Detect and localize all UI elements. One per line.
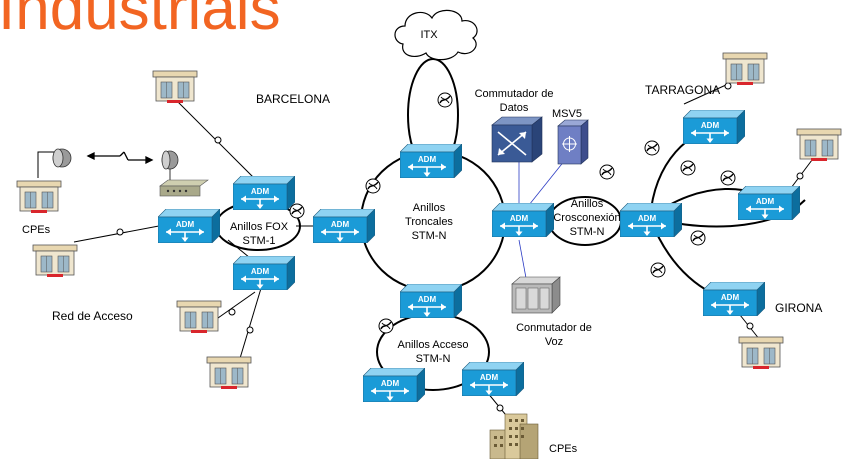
fiber-icon xyxy=(690,230,706,246)
building-icon xyxy=(796,128,842,162)
adm-node: ADM xyxy=(462,362,524,396)
fiber-icon xyxy=(644,140,660,156)
building-icon xyxy=(152,70,198,104)
anillos-troncales-label-3: STM-N xyxy=(412,230,447,242)
msv5-label: MSV5 xyxy=(552,108,582,120)
barcelona-label: BARCELONA xyxy=(256,92,330,106)
building-icon xyxy=(206,356,252,390)
fiber-icon xyxy=(289,203,305,219)
adm-node: ADM xyxy=(233,176,295,210)
anillos-fox-label-1: Anillos FOX xyxy=(230,221,289,233)
building-icon xyxy=(32,244,78,278)
svg-text:ADM: ADM xyxy=(480,373,499,382)
conmutador-voz-label-2: Voz xyxy=(545,336,563,348)
anillos-acceso-label-1: Anillos Acceso xyxy=(398,339,469,351)
adm-node: ADM xyxy=(400,284,462,318)
anillos-troncales-label-2: Troncales xyxy=(405,216,453,228)
svg-text:ADM: ADM xyxy=(756,197,775,206)
adm-node: ADM xyxy=(492,203,554,237)
anillos-troncales-label-1: Anillos xyxy=(413,202,446,214)
building-icon xyxy=(738,336,784,370)
svg-text:ADM: ADM xyxy=(381,379,400,388)
adm-node: ADM xyxy=(400,144,462,178)
building-icon xyxy=(722,52,768,86)
svg-text:ADM: ADM xyxy=(331,220,350,229)
page-title: Industrials xyxy=(0,0,281,43)
fiber-icon xyxy=(680,160,696,176)
dish-icon xyxy=(161,150,179,180)
modem-icon xyxy=(159,179,209,197)
fiber-icon xyxy=(378,318,394,334)
svg-text:ADM: ADM xyxy=(251,187,270,196)
fiber-icon xyxy=(599,164,615,180)
svg-text:ADM: ADM xyxy=(176,220,195,229)
adm-node: ADM xyxy=(363,368,425,402)
fiber-icon xyxy=(365,178,381,194)
adm-node: ADM xyxy=(313,209,375,243)
anillos-cros-label-2: Crosconexión xyxy=(553,212,620,224)
commutador-datos-label-1: Commutador de xyxy=(475,88,554,100)
msv5-switch-icon xyxy=(557,119,589,165)
svg-text:ADM: ADM xyxy=(510,214,529,223)
anillos-cros-label-3: STM-N xyxy=(570,226,605,238)
conmutador-voz-label-1: Conmutador de xyxy=(516,322,592,334)
adm-node: ADM xyxy=(158,209,220,243)
fiber-icon xyxy=(720,170,736,186)
cpes-left-label: CPEs xyxy=(22,224,51,236)
voice-switch-icon xyxy=(511,276,561,314)
adm-nodes: ADM ADM ADM ADM ADM ADM ADM ADM ADM ADM … xyxy=(158,110,800,402)
office-building-icon xyxy=(489,413,539,459)
red-acceso-label: Red de Acceso xyxy=(52,309,133,323)
anillos-fox-label-2: STM-1 xyxy=(243,235,276,247)
svg-text:ADM: ADM xyxy=(721,293,740,302)
building-icon xyxy=(16,180,62,214)
adm-node: ADM xyxy=(233,256,295,290)
svg-text:ADM: ADM xyxy=(418,295,437,304)
itx-cloud: ITX xyxy=(394,9,478,61)
link-line xyxy=(237,284,263,366)
girona-label: GIRONA xyxy=(775,301,822,315)
svg-text:ADM: ADM xyxy=(701,121,720,130)
anillos-acceso-label-2: STM-N xyxy=(416,353,451,365)
building-icon xyxy=(176,300,222,334)
anillos-cros-label-1: Anillos xyxy=(571,198,604,210)
svg-text:ADM: ADM xyxy=(638,214,657,223)
cpes-bottom-label: CPEs xyxy=(549,443,578,455)
data-switch-icon xyxy=(491,116,543,163)
svg-text:ADM: ADM xyxy=(251,267,270,276)
adm-node: ADM xyxy=(738,186,800,220)
svg-text:ADM: ADM xyxy=(418,155,437,164)
tarragona-label: TARRAGONA xyxy=(645,83,720,97)
commutador-datos-label-2: Datos xyxy=(500,102,529,114)
fiber-icon xyxy=(437,92,453,108)
fiber-icon xyxy=(650,262,666,278)
dish-icon xyxy=(37,148,72,178)
itx-label: ITX xyxy=(420,29,438,41)
wireless-link xyxy=(86,151,154,165)
adm-node: ADM xyxy=(703,282,765,316)
adm-node: ADM xyxy=(620,203,682,237)
adm-node: ADM xyxy=(683,110,745,144)
